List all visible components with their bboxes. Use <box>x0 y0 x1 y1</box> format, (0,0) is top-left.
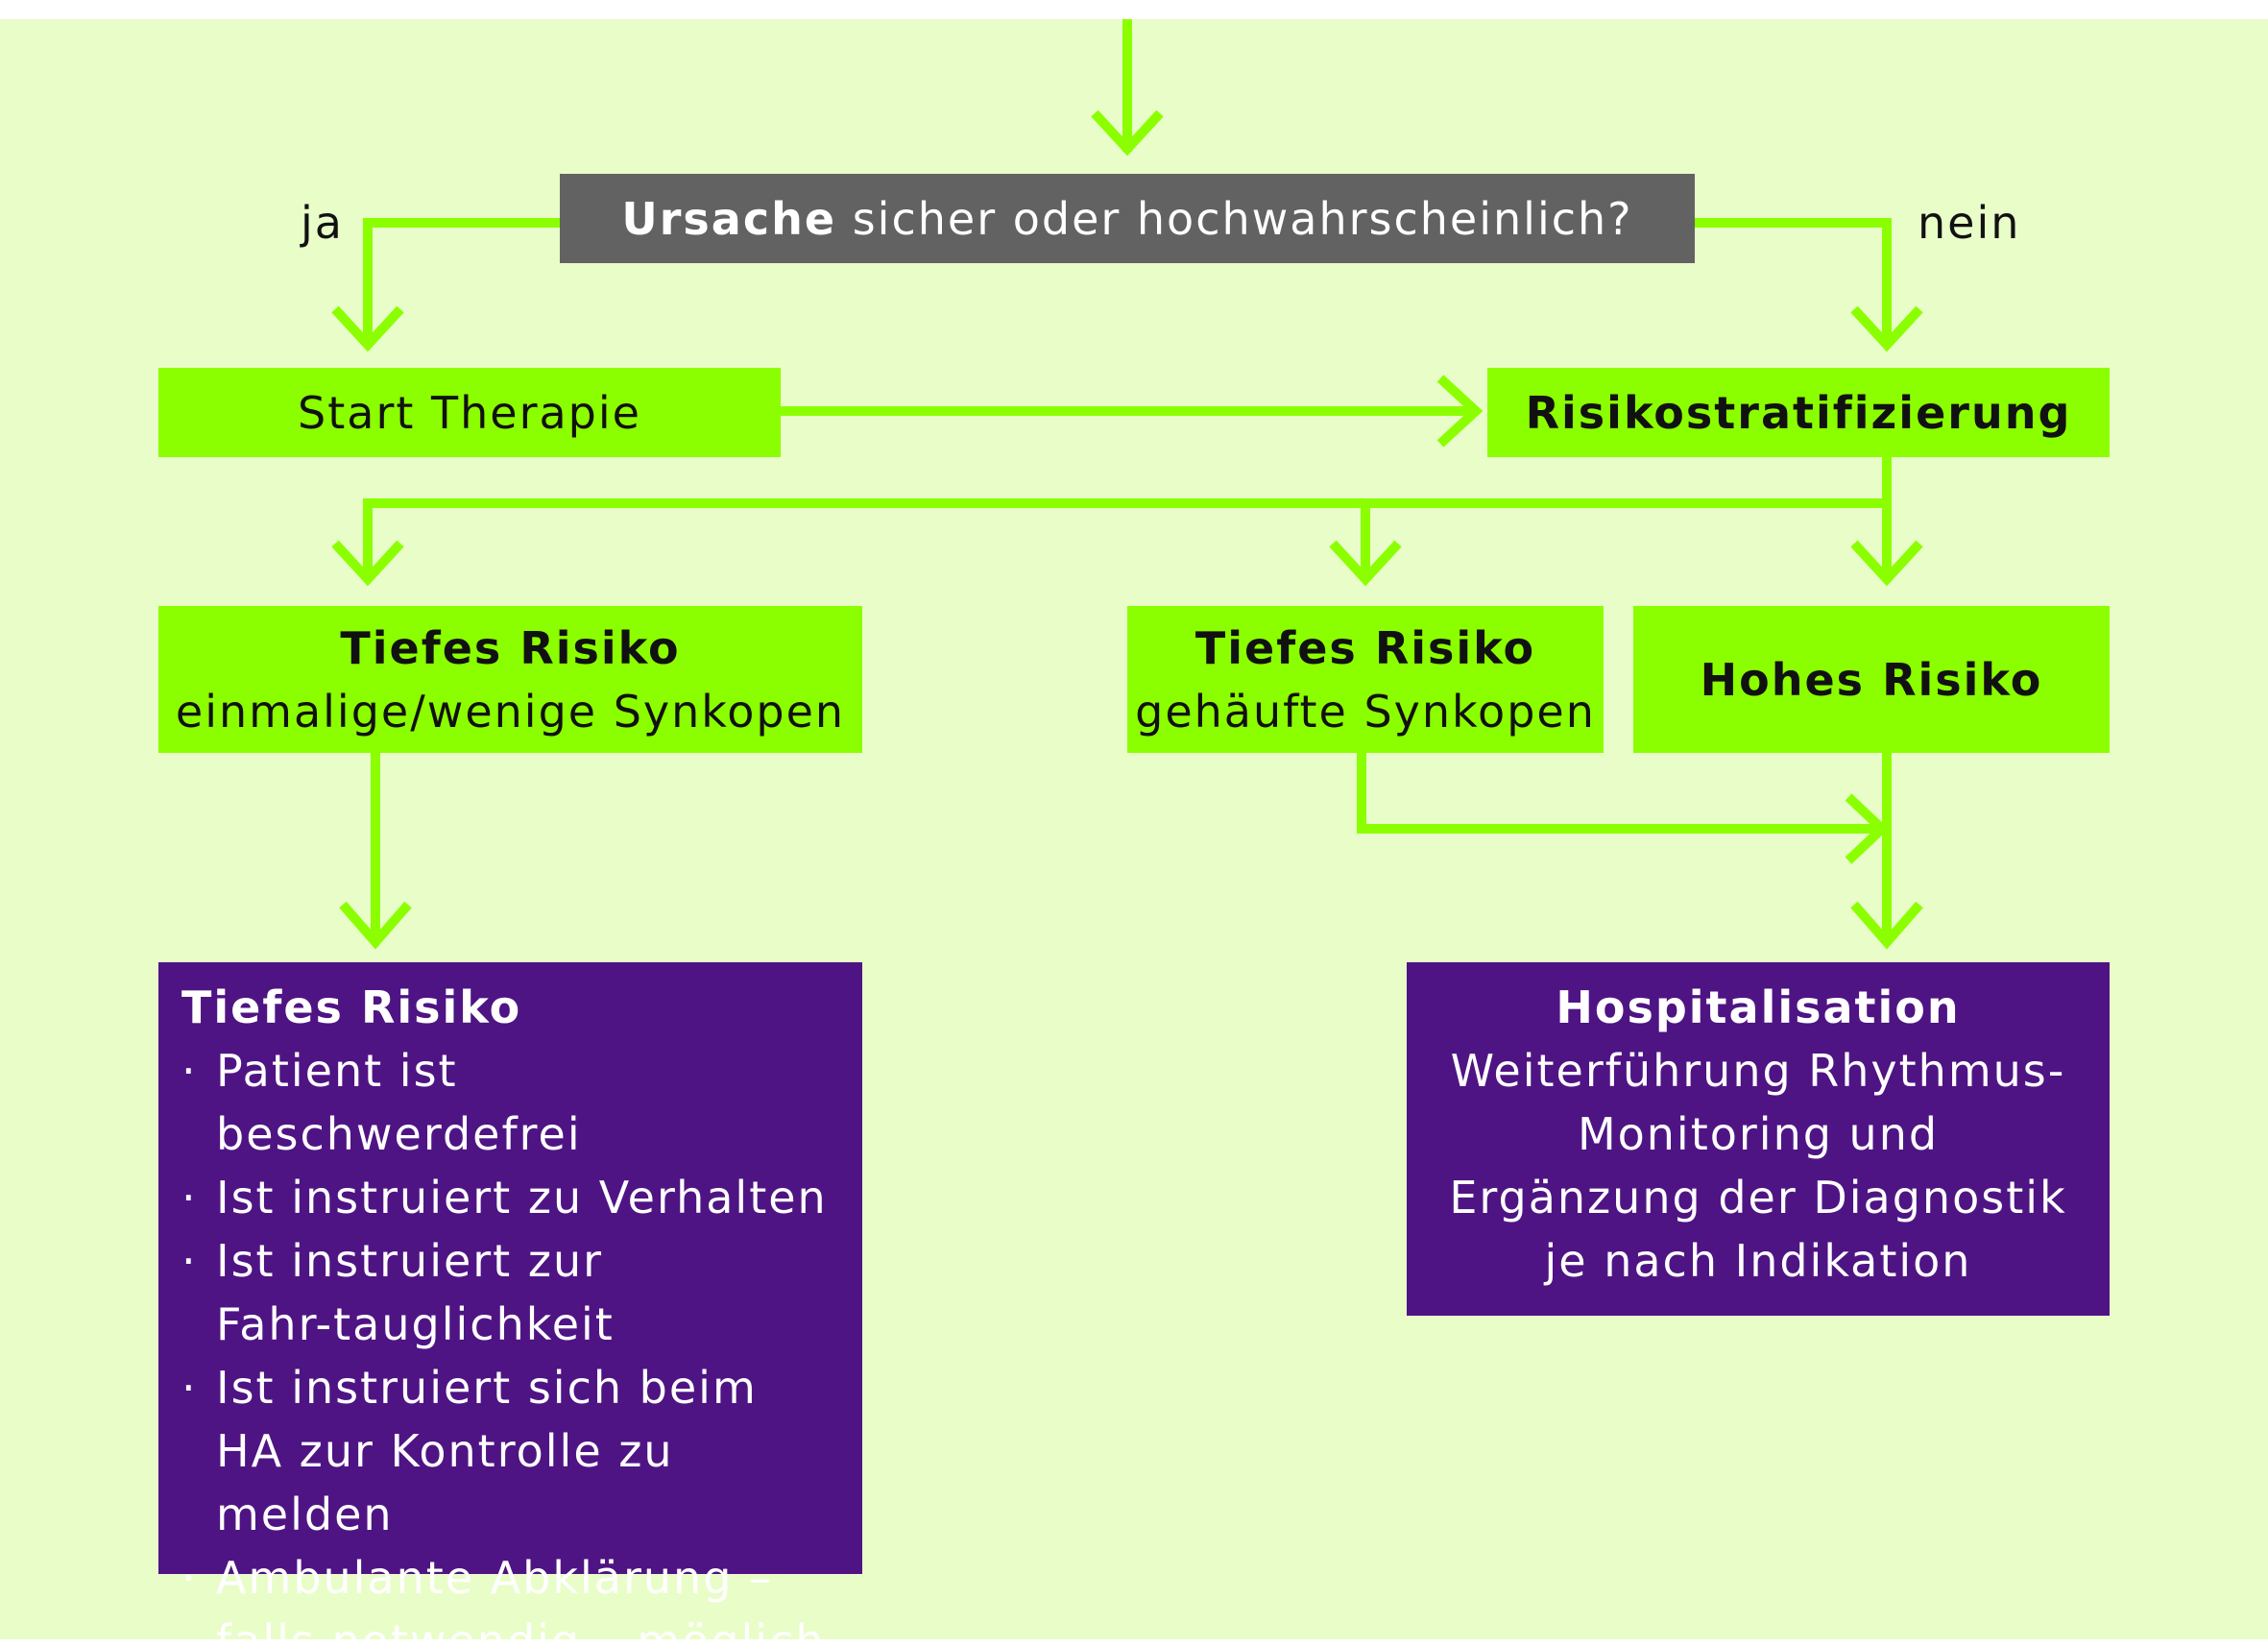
list-item: · Ist instruiert sich beim HA zur Kontrol… <box>181 1356 831 1546</box>
low-risk-frequent-subtitle: gehäufte Synkopen <box>1135 685 1596 738</box>
no-connector-head <box>1850 305 1923 352</box>
low-risk-frequent-node: Tiefes Risiko gehäufte Synkopen <box>1127 606 1604 753</box>
bullet-icon: · <box>181 1362 198 1414</box>
low-risk-detail-node: Tiefes Risiko · Patient ist beschwerdefre… <box>158 962 862 1647</box>
start-therapy-node: Start Therapie <box>158 368 781 457</box>
yes-connector-head <box>331 305 404 352</box>
list-item-text: Ist instruiert zu Verhalten <box>216 1172 828 1223</box>
branch-arrow-right-head <box>1850 540 1923 587</box>
high-risk-node: Hohes Risiko <box>1633 606 2110 753</box>
high-risk-title: Hohes Risiko <box>1700 653 2043 706</box>
list-item-text: Patient ist beschwerdefrei <box>216 1045 582 1160</box>
list-item: · Ist instruiert zur Fahr-tauglichkeit <box>181 1229 735 1356</box>
list-item-text: Ist instruiert zur Fahr-tauglichkeit <box>216 1235 615 1350</box>
list-item-text: Ist instruiert sich beim HA zur Kontroll… <box>216 1362 758 1540</box>
branch-arrow-left-head <box>331 540 404 587</box>
hospitalisation-text: Weiterführung Rhythmus-Monitoring und Er… <box>1449 1045 2067 1287</box>
bullet-icon: · <box>181 1045 198 1097</box>
bullet-icon: · <box>181 1552 198 1604</box>
risk-stratification-node: Risikostratifizierung <box>1487 368 2110 457</box>
low-risk-single-subtitle: einmalige/wenige Synkopen <box>175 685 846 738</box>
cause-question-bold: Ursache <box>621 192 837 245</box>
list-item: · Ambulante Abklärung – falls notwendig –… <box>181 1546 831 1647</box>
hospitalisation-title: Hospitalisation <box>1556 981 1961 1033</box>
low-risk-single-title: Tiefes Risiko <box>340 621 681 674</box>
low-risk-frequent-title: Tiefes Risiko <box>1194 621 1536 674</box>
start-to-risk-connector-head <box>1436 375 1484 448</box>
high-to-hosp-connector-head <box>1850 901 1923 950</box>
list-item: · Ist instruiert zu Verhalten <box>181 1166 831 1229</box>
low-risk-detail-title: Tiefes Risiko <box>181 981 522 1033</box>
hospitalisation-node: Hospitalisation Weiterführung Rhythmus-M… <box>1407 962 2110 1316</box>
no-label: nein <box>1918 197 2021 249</box>
list-item: · Patient ist beschwerdefrei <box>181 1039 831 1166</box>
no-connector <box>1695 218 1892 346</box>
bullet-icon: · <box>181 1172 198 1223</box>
risk-branch-connector-bar <box>363 498 1887 579</box>
bullet-icon: · <box>181 1235 198 1287</box>
frequent-to-hosp-connector <box>1357 753 1879 834</box>
list-item-text: Ambulante Abklärung – falls notwendig – … <box>216 1552 826 1647</box>
cause-question-node: Ursache sicher oder hochwahrscheinlich? <box>560 174 1695 263</box>
yes-connector <box>363 218 560 346</box>
low-to-detail-connector-head <box>339 901 412 950</box>
yes-label: ja <box>301 197 344 249</box>
cause-question-text: Ursache sicher oder hochwahrscheinlich? <box>621 187 1632 251</box>
start-therapy-label: Start Therapie <box>298 386 641 439</box>
cause-question-rest: sicher oder hochwahrscheinlich? <box>836 192 1633 245</box>
risk-stratification-label: Risikostratifizierung <box>1525 386 2072 439</box>
branch-arrow-mid-head <box>1329 540 1402 587</box>
low-risk-single-node: Tiefes Risiko einmalige/wenige Synkopen <box>158 606 862 753</box>
entry-arrow-head <box>1091 109 1164 157</box>
low-risk-detail-list: · Patient ist beschwerdefrei · Ist instrui… <box>181 1039 831 1647</box>
